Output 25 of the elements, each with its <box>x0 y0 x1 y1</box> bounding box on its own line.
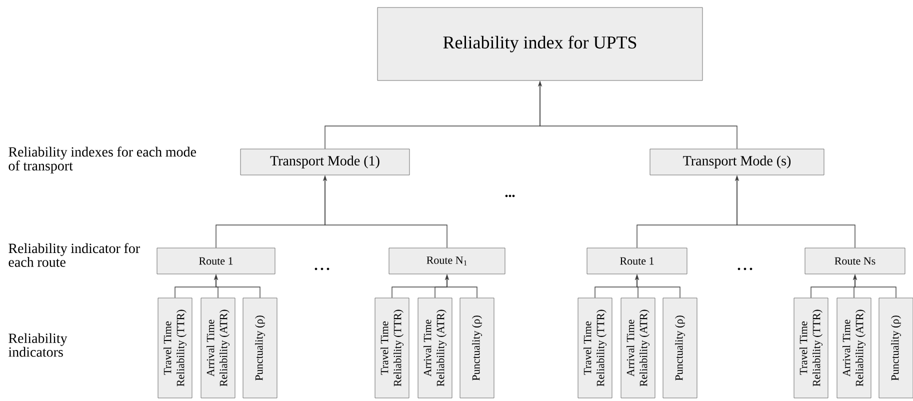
indicator-box: Punctuality (ρ) <box>242 298 278 398</box>
ellipsis: ••• <box>505 194 515 198</box>
indicator-box: Travel Time Reliability (TTR) <box>578 298 612 398</box>
indicator-box: Travel Time Reliability (TTR) <box>374 298 410 398</box>
indicator-box: Travel Time Reliability (TTR) <box>794 298 828 398</box>
indicator-box: Arrival Time Reliability (ATR) <box>620 298 656 398</box>
mode-box: Transport Mode (s) <box>650 148 824 176</box>
ellipsis: • • • <box>738 268 752 270</box>
indicator-box: Arrival Time Reliability (ATR) <box>836 298 872 398</box>
indicator-box: Arrival Time Reliability (ATR) <box>418 298 452 398</box>
indicator-box: Punctuality (ρ) <box>662 298 698 398</box>
indicator-box: Arrival Time Reliability (ATR) <box>200 298 236 398</box>
left-label: Reliability indicator for each route <box>8 243 140 267</box>
route-box: Route Ns <box>804 248 906 274</box>
indicator-box: Punctuality (ρ) <box>460 298 494 398</box>
indicator-box: Travel Time Reliability (TTR) <box>158 298 192 398</box>
left-label: Reliability indicators <box>8 333 68 357</box>
left-label: Reliability indexes for each mode of transport <box>8 146 196 174</box>
route-box: Route 1 <box>586 248 688 274</box>
route-box: Route N$_{1}$ <box>388 248 506 274</box>
indicator-box: Punctuality (ρ) <box>878 298 913 398</box>
index-box: Reliability index for UPTS <box>377 7 703 81</box>
mode-box: Transport Mode (1) <box>240 148 410 176</box>
route-box: Route 1 <box>156 248 276 274</box>
ellipsis: • • • <box>314 268 330 270</box>
